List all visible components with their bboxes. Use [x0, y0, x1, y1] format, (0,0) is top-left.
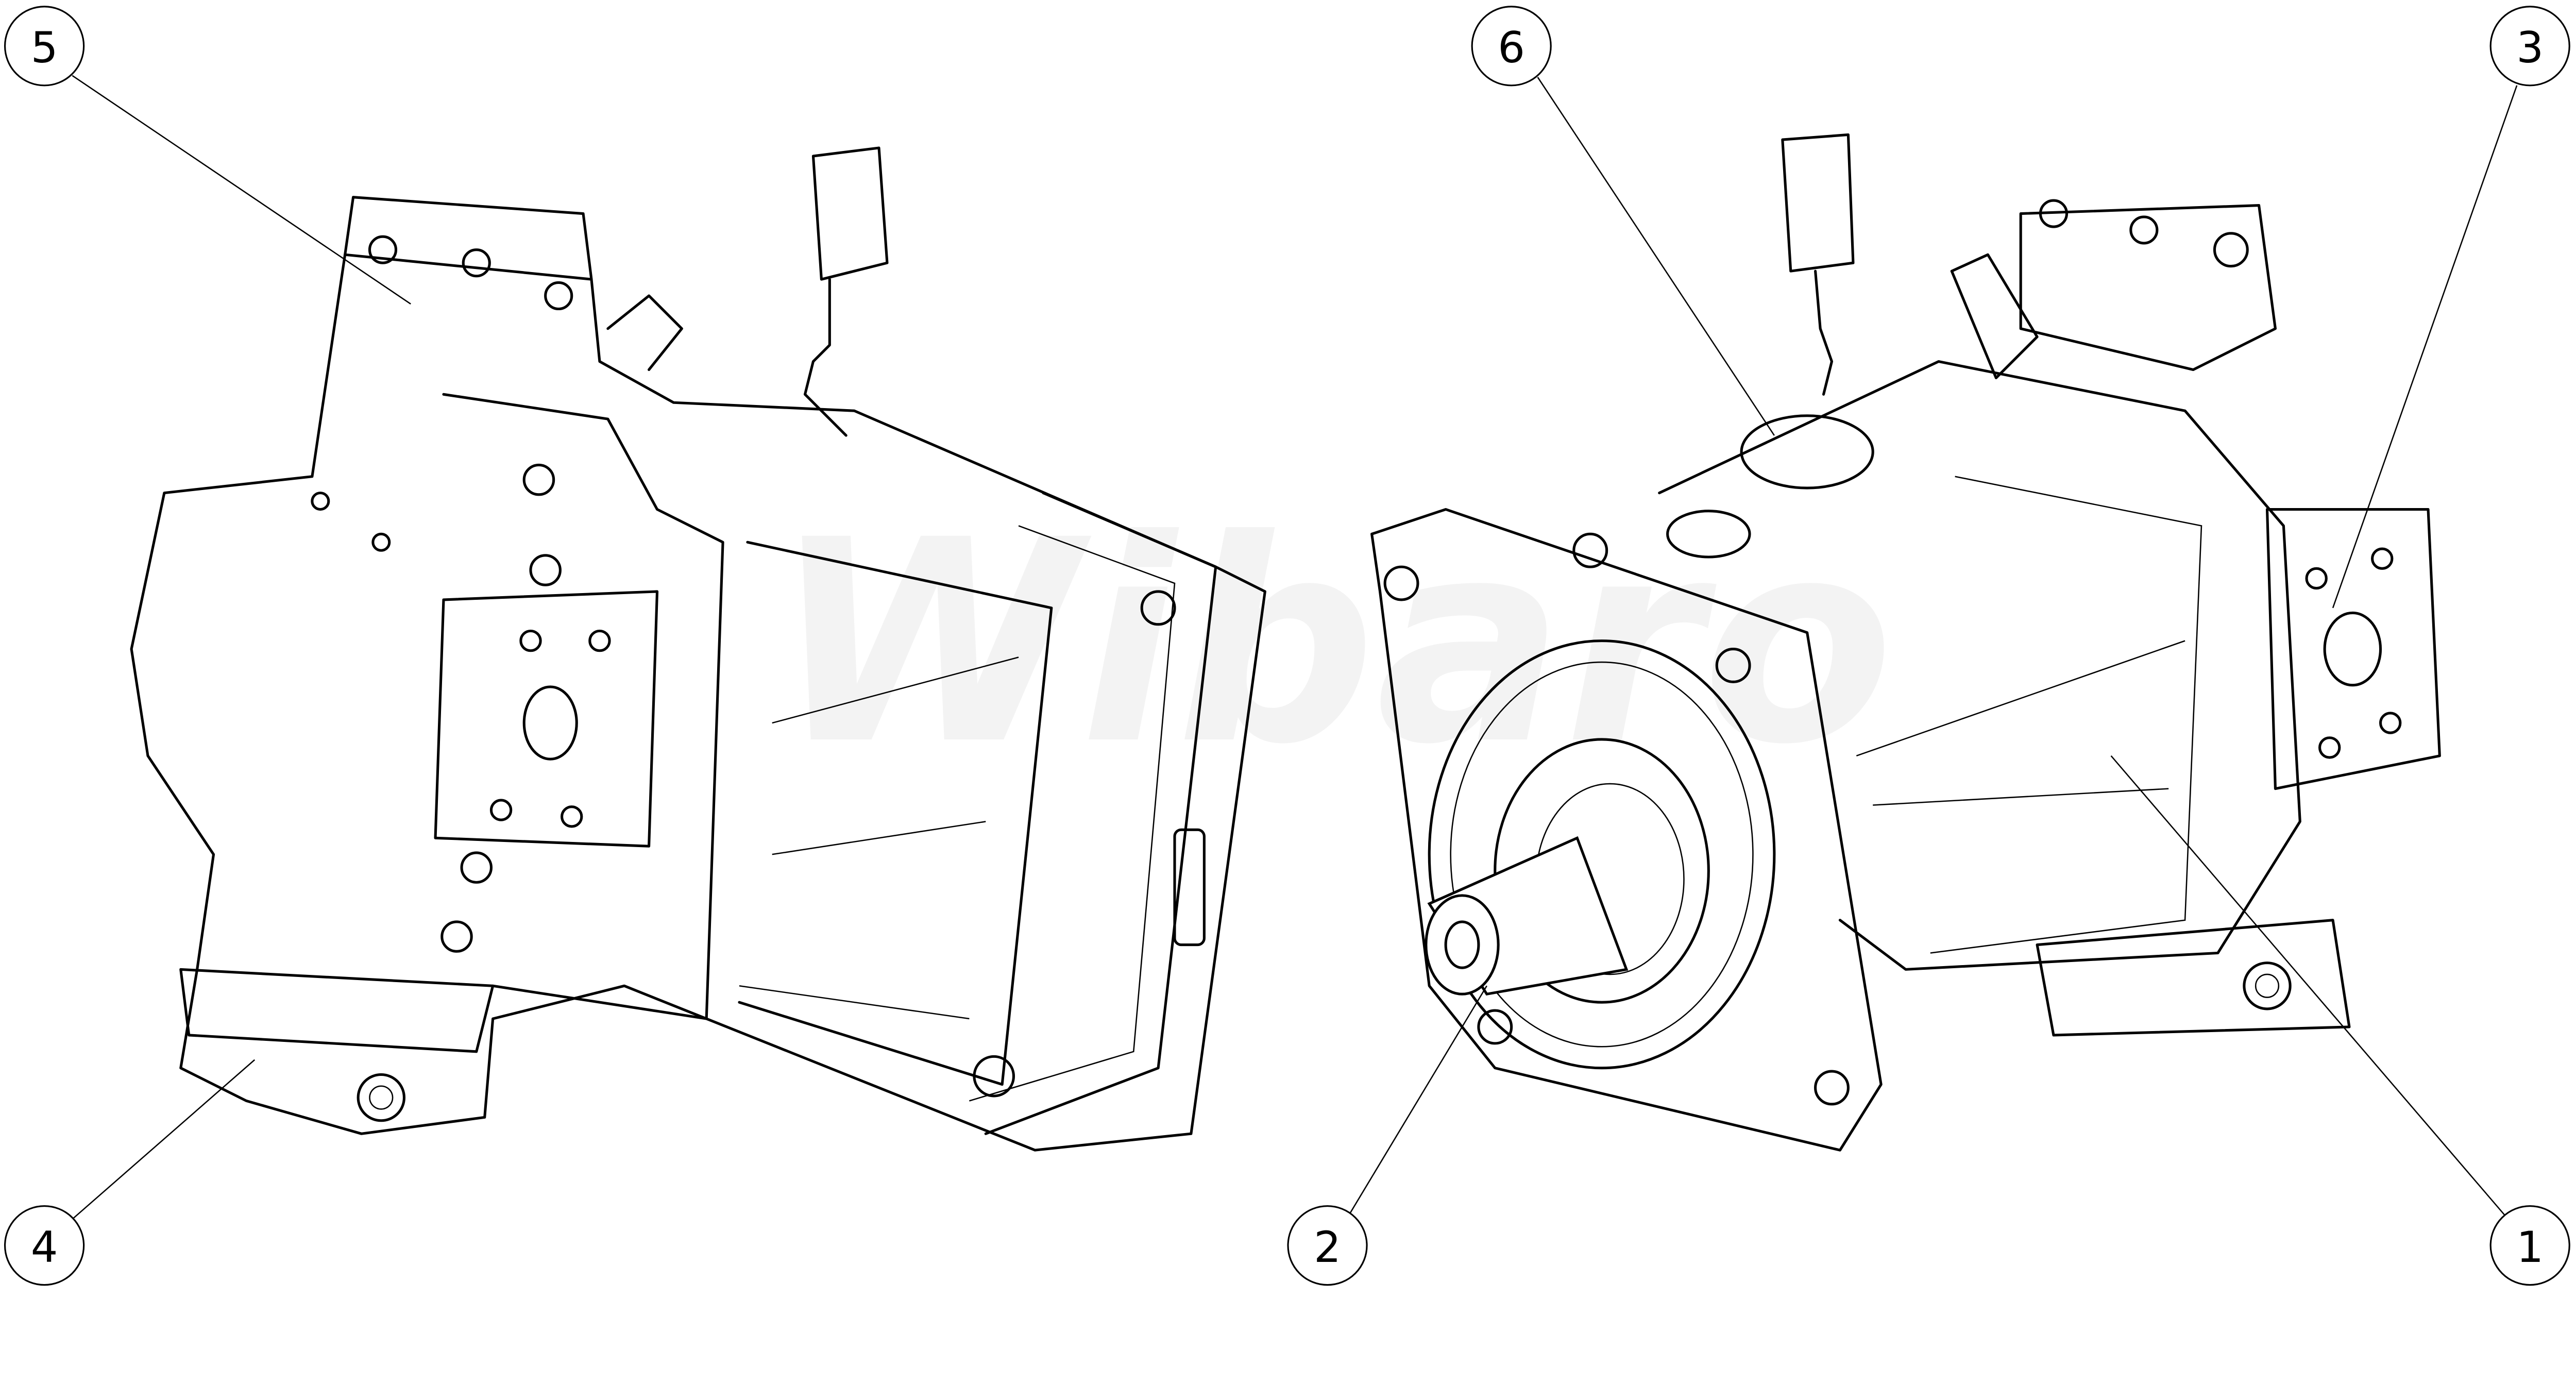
right-motor [1370, 133, 2441, 1152]
left-motor [130, 146, 1266, 1152]
callout-5: 5 [4, 6, 85, 87]
callout-label: 5 [31, 23, 58, 73]
callout-label: 1 [2516, 1222, 2544, 1272]
callout-6: 6 [1471, 6, 1552, 87]
technical-drawing: Wibaro [4, 6, 2570, 1286]
watermark: Wibaro [772, 480, 1894, 805]
callout-2: 2 [1287, 1205, 1368, 1286]
callout-3: 3 [2489, 6, 2570, 87]
callout-1: 1 [2489, 1205, 2570, 1286]
callout-label: 2 [1314, 1222, 1341, 1272]
callout-label: 6 [1498, 23, 1525, 73]
callout-lines [72, 75, 2518, 1220]
callout-4: 4 [4, 1205, 85, 1286]
callout-label: 3 [2516, 23, 2544, 73]
drawing-canvas: Wibaro [4, 6, 2570, 1286]
callout-label: 4 [31, 1222, 58, 1272]
